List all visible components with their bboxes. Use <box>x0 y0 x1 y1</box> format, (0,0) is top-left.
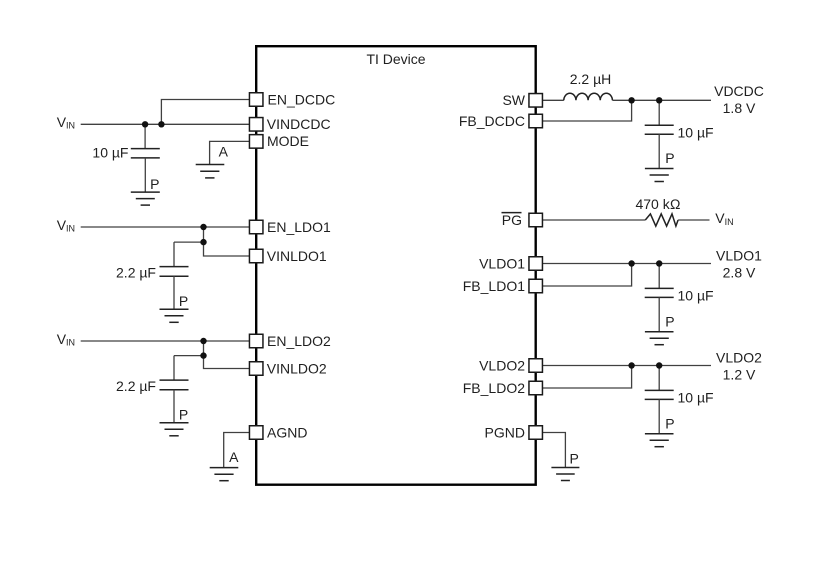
svg-text:VLDO2: VLDO2 <box>479 357 525 373</box>
svg-text:P: P <box>179 293 188 309</box>
svg-text:VIN: VIN <box>715 210 733 227</box>
svg-text:10 µF: 10 µF <box>678 288 714 304</box>
svg-text:1.8 V: 1.8 V <box>723 100 756 116</box>
svg-text:VINLDO1: VINLDO1 <box>267 248 327 264</box>
svg-text:A: A <box>219 143 229 159</box>
svg-text:470 kΩ: 470 kΩ <box>635 196 680 212</box>
svg-text:VIN: VIN <box>57 217 75 234</box>
svg-text:P: P <box>665 313 674 329</box>
svg-text:EN_DCDC: EN_DCDC <box>268 91 336 107</box>
svg-text:VLDO1: VLDO1 <box>479 255 525 271</box>
svg-text:FB_LDO1: FB_LDO1 <box>463 278 525 294</box>
svg-text:VIN: VIN <box>57 114 75 131</box>
svg-text:VDCDC: VDCDC <box>714 83 764 99</box>
svg-text:PG: PG <box>502 212 522 228</box>
svg-text:TI Device: TI Device <box>366 51 425 67</box>
svg-text:VLDO2: VLDO2 <box>716 349 762 365</box>
svg-text:EN_LDO1: EN_LDO1 <box>267 219 331 235</box>
svg-text:MODE: MODE <box>267 133 309 149</box>
svg-text:AGND: AGND <box>267 424 307 440</box>
svg-text:2.8 V: 2.8 V <box>723 265 756 281</box>
svg-text:2.2 µH: 2.2 µH <box>570 71 612 87</box>
svg-text:VLDO1: VLDO1 <box>716 248 762 264</box>
svg-text:P: P <box>665 415 674 431</box>
svg-text:EN_LDO2: EN_LDO2 <box>267 333 331 349</box>
svg-text:10 µF: 10 µF <box>678 124 714 140</box>
svg-text:2.2 µF: 2.2 µF <box>116 378 156 394</box>
svg-text:2.2 µF: 2.2 µF <box>116 265 156 281</box>
svg-text:P: P <box>570 451 579 467</box>
svg-text:VIN: VIN <box>57 331 75 348</box>
svg-text:1.2 V: 1.2 V <box>723 367 756 383</box>
svg-text:PGND: PGND <box>485 424 525 440</box>
svg-text:P: P <box>179 407 188 423</box>
svg-text:P: P <box>150 176 159 192</box>
svg-text:A: A <box>229 449 239 465</box>
svg-text:VINDCDC: VINDCDC <box>267 116 331 132</box>
svg-text:FB_DCDC: FB_DCDC <box>459 113 525 129</box>
svg-text:P: P <box>665 150 674 166</box>
svg-text:FB_LDO2: FB_LDO2 <box>463 380 525 396</box>
svg-text:10 µF: 10 µF <box>92 144 128 160</box>
svg-text:VINLDO2: VINLDO2 <box>267 360 327 376</box>
svg-text:SW: SW <box>502 92 525 108</box>
svg-text:10 µF: 10 µF <box>678 390 714 406</box>
